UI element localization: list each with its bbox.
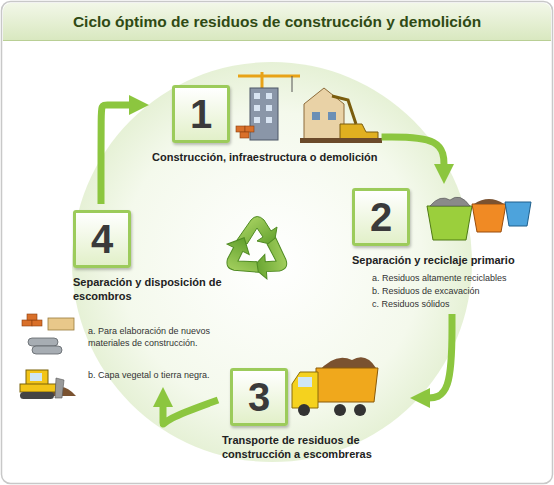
brick: [32, 320, 42, 326]
recycle-arrow: [251, 235, 296, 284]
list-item: b. Residuos de excavación: [372, 285, 515, 297]
step-title: Transporte de residuos de construcción a…: [222, 433, 407, 461]
pipe: [32, 346, 62, 354]
number-box: 2: [352, 188, 410, 246]
green-dumpster: [427, 206, 472, 240]
title-band: Ciclo óptimo de residuos de construcción…: [3, 3, 551, 41]
window: [254, 117, 260, 123]
step-node: 2Separación y reciclaje primario a. Resid…: [352, 188, 515, 310]
excavator-body: [340, 124, 378, 140]
truck-icon: [292, 357, 378, 416]
dumpsters-icon: [427, 197, 531, 240]
brick: [22, 320, 32, 326]
step-node: 1Construcción, infraestructura o demolic…: [152, 85, 378, 164]
step-number: 3: [248, 377, 270, 417]
step-title: Separación y disposición de escombros: [73, 275, 251, 303]
brick: [236, 126, 245, 132]
crane-jib: [238, 75, 300, 78]
wheel: [334, 404, 346, 416]
ground: [300, 138, 382, 143]
list-item: a. Residuos altamente reciclables: [372, 272, 515, 284]
window: [254, 105, 260, 111]
orange-dumpster: [472, 204, 506, 232]
construction-icon: [236, 72, 300, 140]
bulldozer-icon: [20, 370, 76, 399]
recycle-arrow: [218, 235, 263, 284]
window: [328, 112, 336, 120]
step-number: 2: [370, 197, 392, 237]
cycle-arrow: [101, 105, 135, 204]
excavator-arm: [332, 96, 356, 124]
rubble: [430, 197, 470, 206]
truck-bed: [316, 368, 378, 402]
list-item: b. Capa vegetal o tierra negra.: [88, 369, 228, 381]
cycle-arrow: [424, 314, 452, 398]
brick: [245, 126, 254, 132]
number-box: 1: [172, 85, 230, 143]
list-item: a. Para elaboración de nuevos materiales…: [88, 325, 228, 349]
step-title: Separación y reciclaje primario: [352, 253, 515, 267]
bulldozer-body: [20, 384, 56, 392]
step-number: 1: [190, 94, 212, 134]
cycle-arrow: [163, 400, 218, 424]
brick: [27, 314, 37, 320]
window: [266, 105, 272, 111]
recycle-symbol: [218, 217, 296, 285]
step-node: 3Transporte de residuos de construcción …: [222, 368, 407, 461]
soil: [474, 199, 504, 204]
window: [266, 117, 272, 123]
truck-cab: [292, 372, 318, 408]
truck-window: [298, 377, 312, 387]
step-node: 4Separación y disposición de escombros a.…: [73, 210, 251, 381]
blue-dumpster: [505, 202, 531, 226]
demolition-icon: [300, 88, 382, 143]
window: [312, 112, 320, 120]
materials-icon: [22, 314, 74, 354]
pipe: [28, 338, 58, 346]
house: [304, 88, 344, 140]
bulldozer-window: [30, 373, 42, 381]
number-box: 3: [230, 368, 288, 426]
wheel: [298, 404, 310, 416]
list-item: c. Residuos sólidos: [372, 298, 515, 310]
bulldozer-track: [20, 392, 54, 399]
step-number: 4: [91, 219, 113, 259]
window: [266, 93, 272, 99]
boards: [48, 318, 74, 330]
brick: [240, 132, 249, 138]
step-title: Construcción, infraestructura o demolici…: [152, 150, 378, 164]
wheel: [354, 404, 366, 416]
crane-cable: [292, 76, 293, 92]
bulldozer-blade: [55, 378, 64, 398]
cycle-arrow: [382, 137, 444, 170]
window: [254, 93, 260, 99]
title: Ciclo óptimo de residuos de construcción…: [73, 13, 481, 31]
number-box: 4: [73, 210, 131, 268]
